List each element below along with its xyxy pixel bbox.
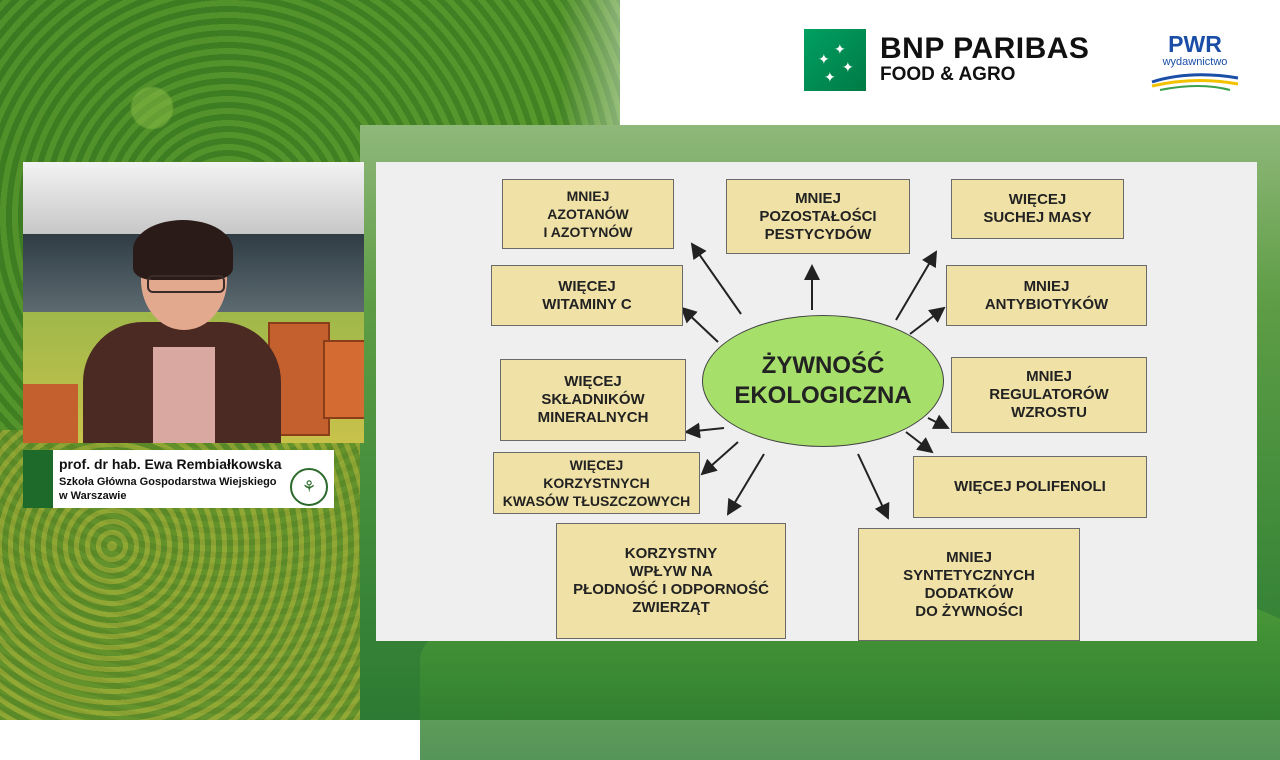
arrow-to-kwasy bbox=[700, 441, 739, 476]
arrow-to-skladniki bbox=[684, 422, 725, 439]
pwr-logo-title: PWR bbox=[1168, 31, 1222, 57]
box-skladniki: WIĘCEJ SKŁADNIKÓW MINERALNYCH bbox=[500, 359, 686, 441]
presentation-slide: MNIEJ AZOTANÓW I AZOTYNÓW MNIEJ POZOSTAŁ… bbox=[376, 162, 1257, 641]
arrow-to-regulatory bbox=[927, 414, 950, 429]
box-zwierzeta: KORZYSTNY WPŁYW NA PŁODNOŚĆ I ODPORNOŚĆ … bbox=[556, 523, 786, 639]
box-pestycydy: MNIEJ POZOSTAŁOŚCI PESTYCYDÓW bbox=[726, 179, 910, 254]
bnp-brand-subtitle: FOOD & AGRO bbox=[880, 63, 1016, 85]
header-band bbox=[620, 0, 1280, 125]
speaker-name: prof. dr hab. Ewa Rembiałkowska bbox=[59, 456, 282, 472]
arrow-to-witamina-c bbox=[680, 306, 719, 343]
bnp-brand-name: BNP PARIBAS bbox=[880, 31, 1090, 65]
arrow-to-azotany bbox=[690, 242, 742, 315]
arrow-to-sucha-masa bbox=[895, 250, 938, 321]
box-antybiotyki: MNIEJ ANTYBIOTYKÓW bbox=[946, 265, 1147, 326]
center-ellipse: ŻYWNOŚĆ EKOLOGICZNA bbox=[702, 315, 944, 447]
bnp-paribas-logo: ✦ ✦ ✦ ✦ BNP PARIBAS FOOD & AGRO bbox=[804, 28, 1089, 91]
box-polifenole: WIĘCEJ POLIFENOLI bbox=[913, 456, 1147, 518]
box-kwasy: WIĘCEJ KORZYSTNYCH KWASÓW TŁUSZCZOWYCH bbox=[493, 452, 700, 514]
box-regulatory: MNIEJ REGULATORÓW WZROSTU bbox=[951, 357, 1147, 433]
speaker-video bbox=[23, 162, 364, 443]
box-sucha-masa: WIĘCEJ SUCHEJ MASY bbox=[951, 179, 1124, 239]
box-witamina-c: WIĘCEJ WITAMINY C bbox=[491, 265, 683, 326]
speaker-affiliation: Szkoła Główna Gospodarstwa Wiejskiego w … bbox=[59, 476, 277, 502]
pwr-logo-subtitle: wydawnictwo bbox=[1162, 56, 1228, 68]
university-seal-icon: ⚘ bbox=[290, 468, 328, 506]
pwr-logo: PWR wydawnictwo bbox=[1150, 32, 1240, 102]
pwr-swoosh-icon bbox=[1151, 73, 1239, 91]
box-dodatki: MNIEJ SYNTETYCZNYCH DODATKÓW DO ŻYWNOŚCI bbox=[858, 528, 1080, 641]
caption-accent bbox=[23, 450, 53, 508]
arrow-to-dodatki bbox=[857, 453, 890, 520]
box-azotany: MNIEJ AZOTANÓW I AZOTYNÓW bbox=[502, 179, 674, 249]
arrow-to-zwierzeta bbox=[726, 453, 765, 516]
arrow-to-polifenole bbox=[905, 431, 934, 454]
diagram-arrows bbox=[680, 242, 950, 520]
header-fade bbox=[560, 0, 720, 125]
arrow-to-antybiotyki bbox=[909, 306, 946, 335]
speaker-caption: prof. dr hab. Ewa Rembiałkowska Szkoła G… bbox=[23, 450, 334, 508]
bnp-stars-icon: ✦ ✦ ✦ ✦ bbox=[804, 28, 866, 91]
